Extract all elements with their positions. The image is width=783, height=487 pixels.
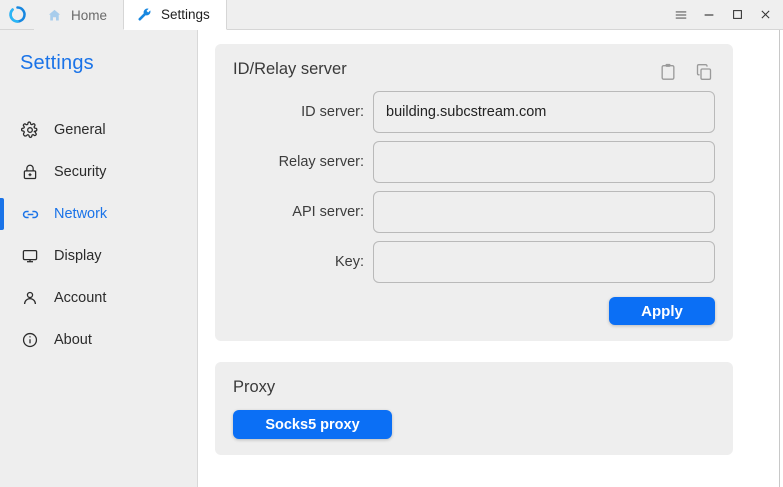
form-row-id-server: ID server: xyxy=(233,91,715,133)
card-header: ID/Relay server xyxy=(233,60,715,83)
api-server-label: API server: xyxy=(233,204,373,220)
key-input[interactable] xyxy=(373,241,715,283)
info-icon xyxy=(20,330,40,350)
relay-server-input[interactable] xyxy=(373,141,715,183)
monitor-icon xyxy=(20,246,40,266)
sidebar-item-network-label: Network xyxy=(54,206,107,222)
sidebar-item-about[interactable]: About xyxy=(0,319,197,361)
form-row-key: Key: xyxy=(233,241,715,283)
socks5-proxy-button[interactable]: Socks5 proxy xyxy=(233,410,392,439)
hamburger-menu-icon[interactable] xyxy=(667,1,695,29)
sidebar-item-security[interactable]: Security xyxy=(0,151,197,193)
copy-icon[interactable] xyxy=(693,61,715,83)
form-row-api-server: API server: xyxy=(233,191,715,233)
card-action-buttons xyxy=(657,60,715,83)
sidebar: Settings General xyxy=(0,30,198,487)
title-bar-drag-area xyxy=(227,0,667,29)
sidebar-item-display-label: Display xyxy=(54,248,102,264)
lock-icon xyxy=(20,162,40,182)
id-server-input[interactable] xyxy=(373,91,715,133)
sidebar-item-general[interactable]: General xyxy=(0,109,197,151)
apply-button[interactable]: Apply xyxy=(609,297,715,325)
sidebar-title: Settings xyxy=(0,52,197,75)
wrench-icon xyxy=(136,6,153,23)
form-row-relay-server: Relay server: xyxy=(233,141,715,183)
rustdesk-circular-arrow-logo-icon xyxy=(8,5,27,24)
sidebar-item-general-label: General xyxy=(54,122,106,138)
tab-settings-label: Settings xyxy=(161,7,210,22)
relay-server-label: Relay server: xyxy=(233,154,373,170)
clipboard-paste-icon[interactable] xyxy=(657,61,679,83)
tab-home[interactable]: Home xyxy=(34,0,123,30)
close-icon[interactable] xyxy=(751,1,779,29)
sidebar-item-about-label: About xyxy=(54,332,92,348)
settings-content: ID/Relay server xyxy=(198,30,783,487)
id-server-label: ID server: xyxy=(233,104,373,120)
sidebar-item-display[interactable]: Display xyxy=(0,235,197,277)
id-relay-server-title: ID/Relay server xyxy=(233,60,347,79)
link-icon xyxy=(20,204,40,224)
vertical-scrollbar[interactable] xyxy=(779,30,780,487)
key-label: Key: xyxy=(233,254,373,270)
maximize-icon[interactable] xyxy=(723,1,751,29)
gear-icon xyxy=(20,120,40,140)
minimize-icon[interactable] xyxy=(695,1,723,29)
window-body: Settings General xyxy=(0,30,783,487)
api-server-input[interactable] xyxy=(373,191,715,233)
app-logo xyxy=(0,0,34,29)
person-icon xyxy=(20,288,40,308)
title-bar: Home Settings xyxy=(0,0,783,30)
sidebar-item-security-label: Security xyxy=(54,164,106,180)
sidebar-item-account[interactable]: Account xyxy=(0,277,197,319)
home-icon xyxy=(46,7,63,24)
sidebar-item-network[interactable]: Network xyxy=(0,193,197,235)
tab-settings[interactable]: Settings xyxy=(123,0,227,30)
sidebar-item-account-label: Account xyxy=(54,290,106,306)
card-footer: Apply xyxy=(233,297,715,325)
proxy-title: Proxy xyxy=(233,378,715,397)
id-relay-server-card: ID/Relay server xyxy=(215,44,733,341)
tab-home-label: Home xyxy=(71,8,107,23)
window-controls xyxy=(667,0,783,29)
proxy-card: Proxy Socks5 proxy xyxy=(215,362,733,455)
